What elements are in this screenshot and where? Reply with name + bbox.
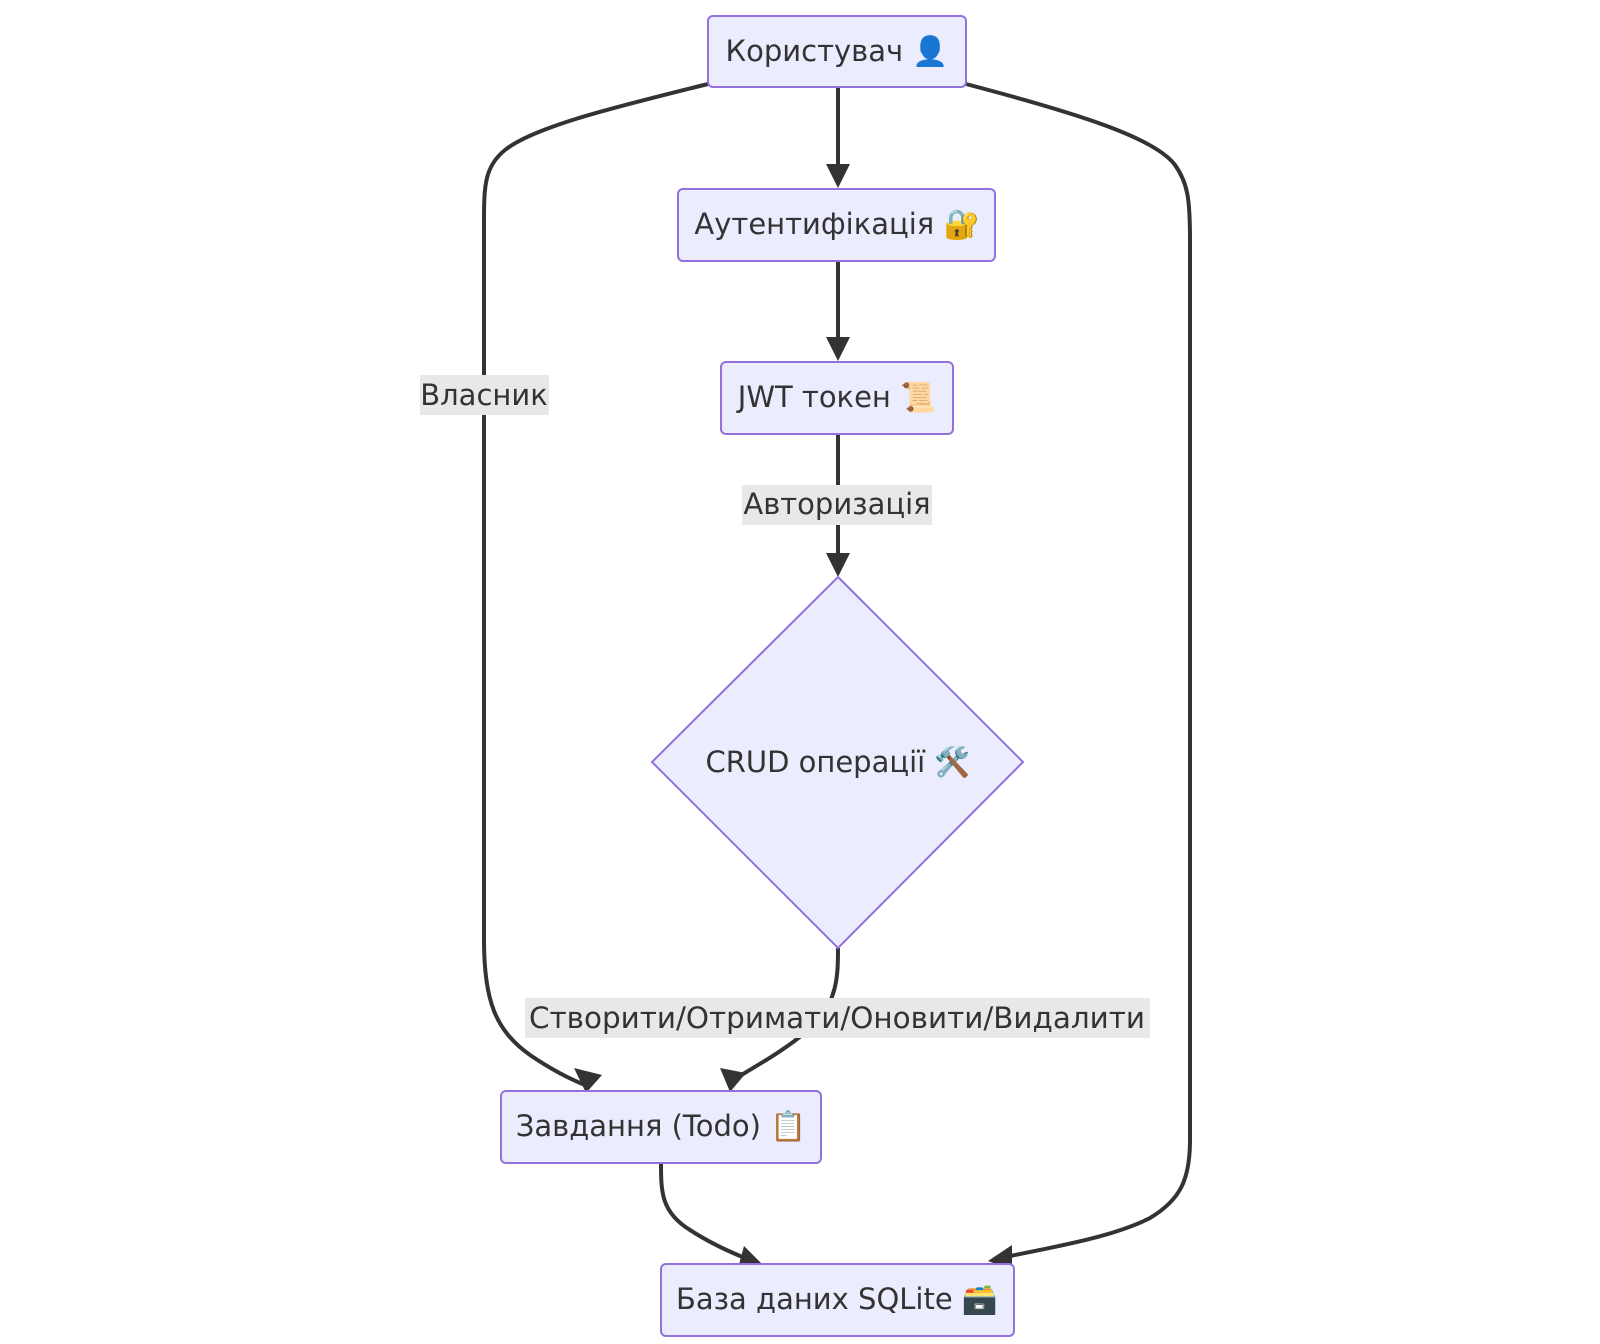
node-todo-label: Завдання (Todo) 📋 [516, 1109, 807, 1143]
edge-user-db [965, 82, 1192, 1270]
edge-todo-db [659, 1161, 764, 1268]
edge-label-authorization-text: Авторизація [743, 487, 930, 521]
edge-label-crud-actions-text: Створити/Отримати/Оновити/Видалити [529, 1001, 1145, 1035]
edge-user-auth [826, 87, 850, 188]
edge-label-owner: Власник [420, 375, 549, 415]
edge-auth-jwt [826, 261, 850, 361]
edge-user-todo [482, 82, 709, 1093]
node-jwt: JWT токен 📜 [720, 361, 954, 435]
node-crud: CRUD операції 🛠️ [650, 575, 1025, 950]
edge-label-crud-actions: Створити/Отримати/Оновити/Видалити [525, 998, 1150, 1038]
node-crud-label: CRUD операції 🛠️ [705, 744, 970, 779]
node-jwt-label: JWT токен 📜 [736, 380, 936, 414]
node-todo: Завдання (Todo) 📋 [500, 1090, 822, 1164]
edge-label-owner-text: Власник [420, 378, 547, 412]
node-auth-label: Аутентифікація 🔐 [694, 207, 979, 241]
node-db: База даних SQLite 🗃️ [660, 1263, 1015, 1337]
node-user: Користувач 👤 [707, 15, 967, 88]
edge-label-authorization: Авторизація [742, 485, 932, 525]
node-db-label: База даних SQLite 🗃️ [676, 1282, 998, 1316]
node-auth: Аутентифікація 🔐 [677, 188, 996, 262]
node-user-label: Користувач 👤 [726, 34, 949, 68]
